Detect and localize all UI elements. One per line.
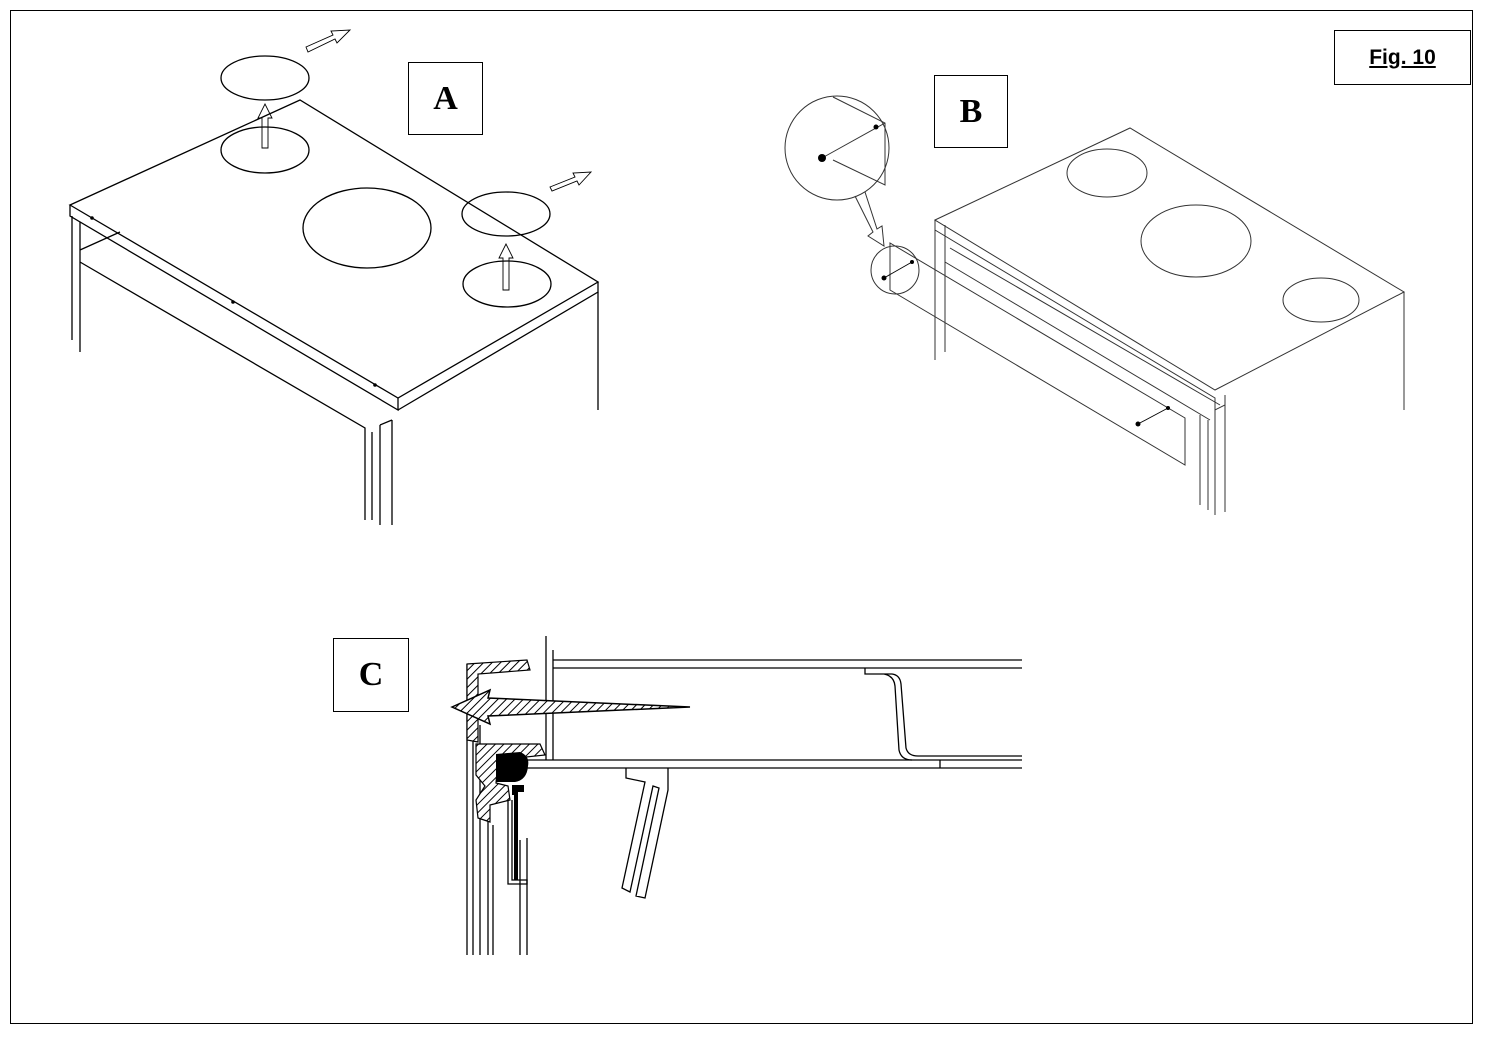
figure-title: Fig. 10 — [1334, 30, 1471, 85]
burner-small — [1282, 277, 1360, 323]
hatched-arrow-icon — [450, 688, 691, 726]
screw-icon — [1166, 406, 1170, 410]
screw-icon — [1135, 421, 1141, 427]
screw-icon — [373, 383, 377, 387]
cabinet-frame — [1199, 405, 1226, 515]
burner-cover-lifted — [220, 55, 310, 101]
screw-guide-lines — [883, 261, 1169, 425]
z-bracket — [864, 668, 1022, 761]
magnified-panel-corner — [821, 96, 886, 186]
retaining-clip — [507, 800, 528, 885]
bottom-plate — [520, 759, 1022, 769]
burner-large — [302, 187, 432, 269]
screw-icon — [910, 260, 914, 264]
burner-hole — [462, 260, 552, 308]
burner-cover-lifted — [461, 191, 551, 237]
panel-label-a: A — [408, 62, 483, 135]
screw-icon — [90, 216, 94, 220]
screw-icon — [231, 300, 235, 304]
burner-small — [1066, 148, 1148, 198]
callout-pointer — [854, 191, 885, 247]
bezel-lower-profile — [475, 743, 546, 823]
screw-icon — [881, 275, 887, 281]
left-wall — [466, 664, 528, 955]
panel-c-drawing — [450, 636, 1022, 955]
slide-arrow-icon — [549, 171, 593, 192]
burner-hole — [220, 126, 310, 174]
burner-large — [1140, 204, 1252, 278]
black-seal — [496, 752, 529, 782]
slide-arrow-icon — [305, 29, 352, 53]
bezel-top-profile — [466, 659, 531, 743]
cabinet-frame — [71, 216, 599, 525]
panel-label-b: B — [934, 75, 1008, 148]
panel-label-c: C — [333, 638, 409, 712]
lift-arrow-icon — [257, 102, 273, 149]
callout-target — [870, 245, 920, 295]
hob-top-surface — [68, 99, 600, 399]
magnifier-callout-icon — [784, 95, 890, 201]
seal-clip — [512, 785, 524, 880]
screw-icon — [873, 124, 879, 130]
hinged-plate — [621, 768, 669, 899]
screw-icon — [818, 154, 826, 162]
page-frame — [10, 10, 1473, 1024]
panel-b-drawing — [784, 95, 1406, 515]
lift-arrow-icon — [498, 242, 514, 291]
panel-a-drawing — [68, 29, 600, 525]
top-plate — [545, 636, 1022, 760]
hob-top-surface — [933, 127, 1406, 391]
